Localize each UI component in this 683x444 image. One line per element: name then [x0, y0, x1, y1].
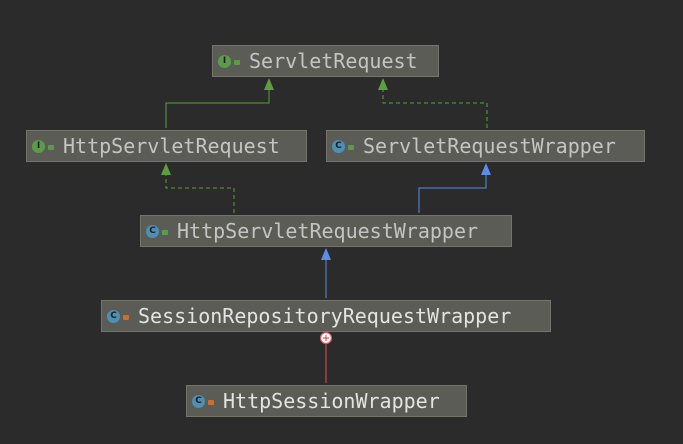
node-label: SessionRepositoryRequestWrapper [138, 304, 512, 328]
public-access-icon [234, 60, 240, 65]
class-icon: C [332, 139, 345, 153]
node-label: HttpSessionWrapper [223, 389, 440, 413]
node-servlet-request[interactable]: I ServletRequest [212, 45, 439, 77]
node-http-servlet-request-wrapper[interactable]: C HttpServletRequestWrapper [140, 215, 512, 247]
node-label: ServletRequest [249, 49, 418, 73]
node-http-session-wrapper[interactable]: C HttpSessionWrapper [186, 385, 467, 417]
interface-icon: I [218, 54, 231, 68]
class-icon: C [107, 309, 120, 323]
edge-httpsessionwrapper-inner-of-sessionrepositoryrequestwrapper [319, 331, 333, 383]
edge-httpservletrequestwrapper-extends-servletrequestwrapper [418, 163, 491, 213]
interface-icon: I [32, 139, 45, 153]
edge-sessionrepositoryrequestwrapper-extends-httpservletrequestwrapper [321, 248, 331, 298]
private-access-icon [208, 400, 214, 405]
private-access-icon [123, 315, 129, 320]
class-icon: C [146, 224, 159, 238]
node-label: ServletRequestWrapper [363, 134, 616, 158]
edge-httpservletrequest-extends-servletrequest [165, 78, 274, 128]
node-http-servlet-request[interactable]: I HttpServletRequest [26, 130, 307, 162]
edge-servletrequestwrapper-implements-servletrequest [378, 78, 488, 128]
node-label: HttpServletRequest [63, 134, 280, 158]
node-session-repository-request-wrapper[interactable]: C SessionRepositoryRequestWrapper [101, 300, 551, 332]
public-access-icon [48, 145, 54, 150]
public-access-icon [348, 145, 354, 150]
node-label: HttpServletRequestWrapper [177, 219, 479, 243]
public-access-icon [162, 230, 168, 235]
edge-httpservletrequestwrapper-implements-httpservletrequest [161, 163, 235, 213]
class-icon: C [192, 394, 205, 408]
node-servlet-request-wrapper[interactable]: C ServletRequestWrapper [326, 130, 645, 162]
